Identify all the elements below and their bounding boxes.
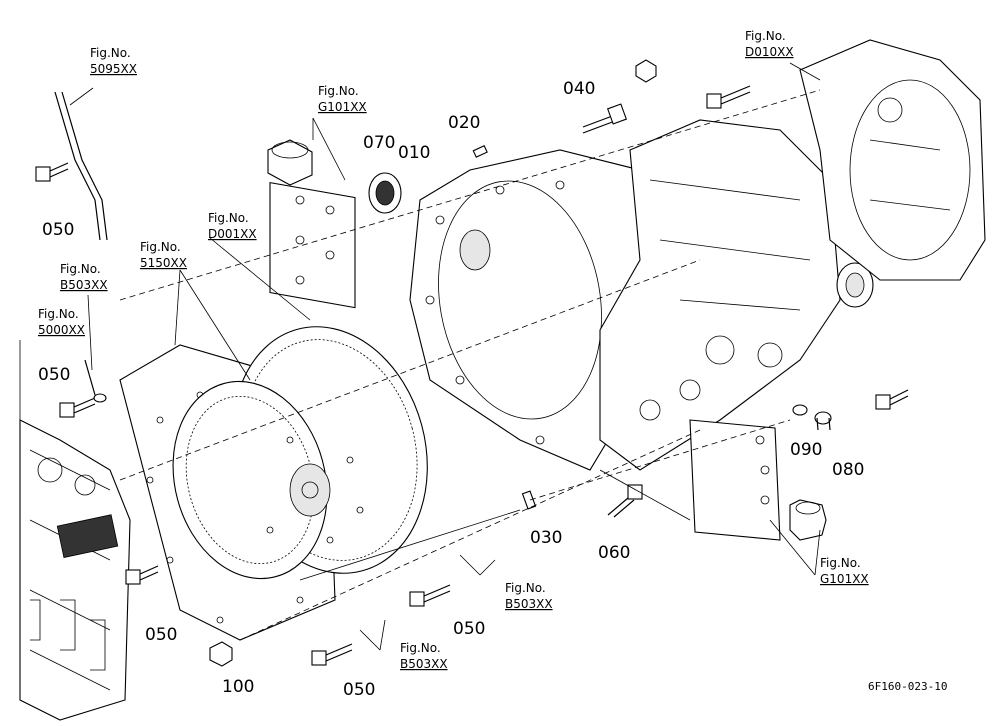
fig-ref-g101-right: Fig.No. G101XX [820,556,869,586]
svg-text:5095XX: 5095XX [90,62,137,76]
fig-ref-b503-left: Fig.No. B503XX [60,262,108,292]
svg-text:Fig.No.: Fig.No. [38,307,79,321]
svg-text:Fig.No.: Fig.No. [318,84,359,98]
drawing-code: 6F160-023-10 [868,680,947,693]
fig-ref-5095: Fig.No. 5095XX [90,46,137,76]
part-label-070: 070 [363,133,395,153]
part-label-040: 040 [563,79,595,99]
fig-ref-d010: Fig.No. D010XX [745,29,794,59]
svg-text:G101XX: G101XX [820,572,869,586]
figure-reference-labels: Fig.No. 5095XX Fig.No. G101XX Fig.No. D0… [38,29,869,671]
svg-text:B503XX: B503XX [400,657,448,671]
part-label-050-mid-left: 050 [38,365,70,385]
svg-text:G101XX: G101XX [318,100,367,114]
gasket-plate-right [689,419,827,541]
gasket-plate-top [267,139,356,309]
part-label-020: 020 [448,113,480,133]
svg-text:Fig.No.: Fig.No. [820,556,861,570]
fasteners [35,59,909,667]
svg-text:Fig.No.: Fig.No. [90,46,131,60]
flywheel [172,326,428,580]
svg-text:D010XX: D010XX [745,45,794,59]
svg-text:Fig.No.: Fig.No. [745,29,786,43]
part-label-050-lower-left: 050 [145,625,177,645]
svg-text:D001XX: D001XX [208,227,257,241]
part-label-050-mid-bottom: 050 [453,619,485,639]
fig-ref-d001: Fig.No. D001XX [208,211,257,241]
svg-text:5000XX: 5000XX [38,323,85,337]
part-label-050-top-left: 050 [42,220,74,240]
part-label-090: 090 [790,440,822,460]
svg-text:Fig.No.: Fig.No. [140,240,181,254]
part-label-010: 010 [398,143,430,163]
oil-seal-070 [368,172,402,214]
part-label-100: 100 [222,677,254,697]
svg-text:Fig.No.: Fig.No. [505,581,546,595]
svg-text:5150XX: 5150XX [140,256,187,270]
part-number-labels: 010 020 030 040 050 050 050 050 050 060 … [38,79,864,700]
part-label-050-bottom: 050 [343,680,375,700]
rear-transmission [799,39,986,281]
fig-ref-5150: Fig.No. 5150XX [140,240,187,270]
svg-text:Fig.No.: Fig.No. [400,641,441,655]
leader-lines [19,62,821,651]
svg-text:B503XX: B503XX [505,597,553,611]
transmission-case [599,119,874,471]
engine-block [19,419,131,721]
fig-ref-b503-bottom: Fig.No. B503XX [400,641,448,671]
fig-ref-g101-top: Fig.No. G101XX [318,84,367,114]
svg-text:Fig.No.: Fig.No. [60,262,101,276]
fig-ref-5000: Fig.No. 5000XX [38,307,85,337]
part-label-080: 080 [832,460,864,480]
part-label-060: 060 [598,543,630,563]
fig-ref-b503-mid: Fig.No. B503XX [505,581,553,611]
svg-text:B503XX: B503XX [60,278,108,292]
svg-text:Fig.No.: Fig.No. [208,211,249,225]
part-label-030: 030 [530,528,562,548]
